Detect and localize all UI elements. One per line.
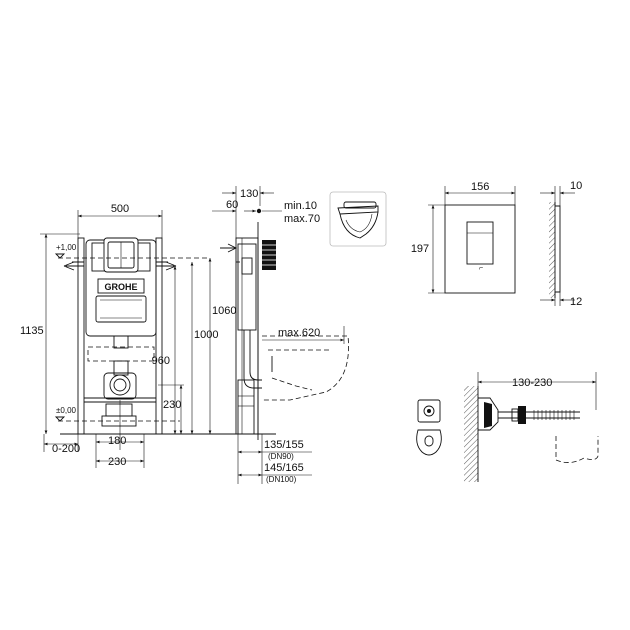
dim-dn90: (DN90) <box>268 452 294 461</box>
plate-thickness-bottom: 12 <box>570 296 582 308</box>
dim-min10: min.10 <box>284 200 317 212</box>
dim-60: 60 <box>226 199 238 211</box>
dim-1060: 1060 <box>212 305 236 317</box>
side-view: 130 60 min.10 max.70 max.620 135/155 (DN… <box>212 186 349 484</box>
dim-960: 960 <box>152 355 170 367</box>
dim-135-155: 135/155 <box>264 439 304 451</box>
plate-height: 197 <box>411 243 429 255</box>
dim-0-200: 0-200 <box>52 443 80 455</box>
dim-1135: 1135 <box>20 325 44 337</box>
plate-logo: ⌐ <box>479 265 483 272</box>
dim-dn100: (DN100) <box>266 475 297 484</box>
dim-500: 500 <box>111 203 129 215</box>
level-top: +1,00 <box>56 243 77 252</box>
rod-range: 130-230 <box>512 377 552 389</box>
dim-max620: max.620 <box>278 327 320 339</box>
dim-max70: max.70 <box>284 213 320 225</box>
brand-logo-text: GROHE <box>104 282 137 292</box>
bottom-dims-front: 0-200 180 230 <box>43 400 145 468</box>
plate-width: 156 <box>471 181 489 193</box>
dim-230-vertical: 230 <box>163 399 181 411</box>
dim-145-165: 145/165 <box>264 462 304 474</box>
plate-thickness-top: 10 <box>570 180 582 192</box>
wall-fixing-rod: 130-230 <box>416 372 599 482</box>
dim-130: 130 <box>240 188 258 200</box>
level-bottom: ±0,00 <box>56 406 77 415</box>
dim-230-horizontal: 230 <box>108 456 126 468</box>
flush-plate-front: ⌐ 156 197 <box>411 181 516 294</box>
dim-1135-group: 1135 <box>20 233 80 434</box>
flush-plate-side: 10 12 <box>540 180 582 308</box>
front-view-frame: 500 GROHE + <box>54 203 232 435</box>
dim-180: 180 <box>108 435 126 447</box>
dim-1000: 1000 <box>194 329 218 341</box>
toilet-icon <box>329 191 387 247</box>
height-dims: 1060 1000 960 230 <box>152 258 236 434</box>
